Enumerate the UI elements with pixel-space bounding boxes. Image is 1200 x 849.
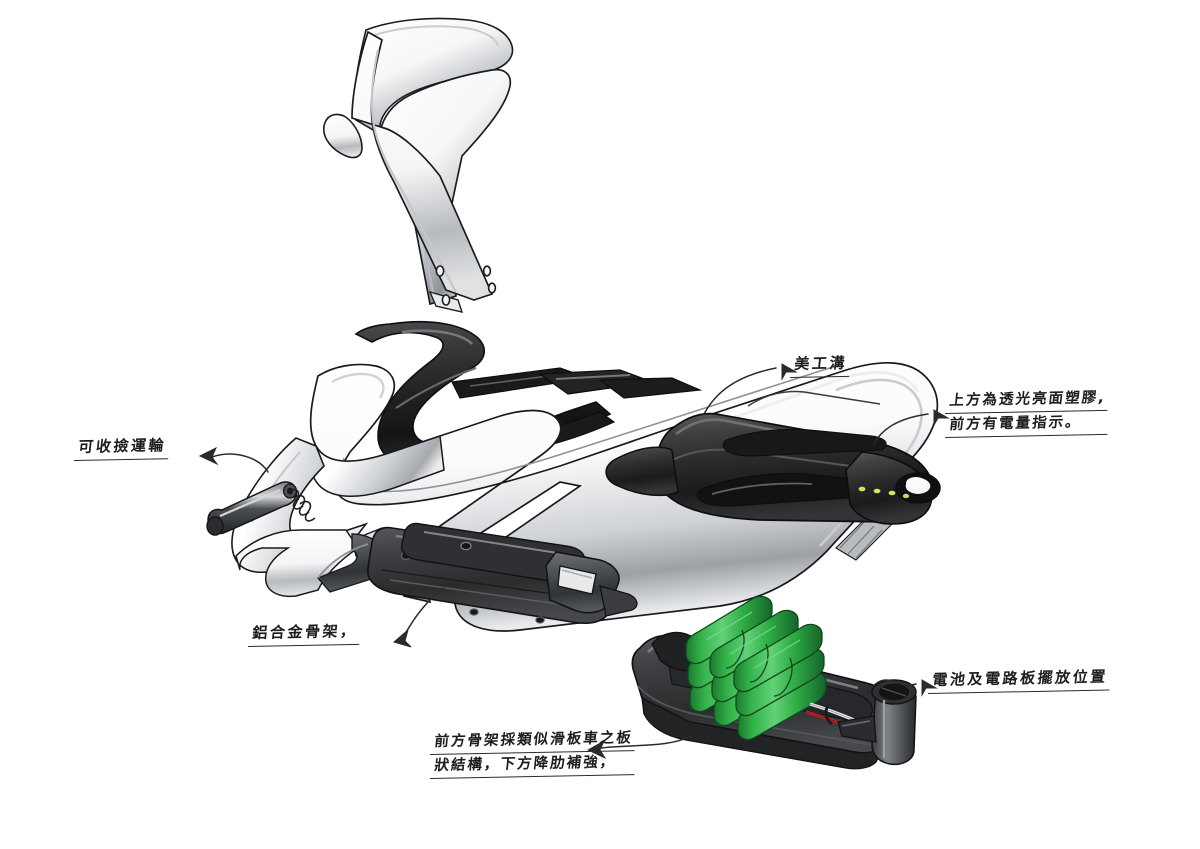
collapsible-wheel-axle <box>206 481 316 536</box>
annotation-collapsible-wheel: 可收撿運輪 <box>74 434 171 461</box>
annotation-line: 前方有電量指示。 <box>945 410 1110 438</box>
annotation-front-deck-structure: 前方骨架採類似滑板車之板 狀結構，下方降肋補強， <box>430 727 637 779</box>
front-fork-handle <box>322 17 514 313</box>
annotation-line: 電池及電路板擺放位置 <box>928 665 1112 694</box>
black-handlebar-pod <box>605 390 941 525</box>
alloy-frame-rail <box>235 522 638 624</box>
arrowheads <box>198 363 950 760</box>
annotation-craft-groove: 美工溝 <box>790 351 852 378</box>
battery-tray <box>631 595 917 770</box>
annotation-line: 上方為透光亮面塑膠, <box>945 386 1110 414</box>
pivot-boss <box>837 679 917 766</box>
battery-cells <box>685 595 827 741</box>
annotation-translucent-top-cover: 上方為透光亮面塑膠, 前方有電量指示。 <box>945 386 1110 438</box>
annotation-line: 狀結構，下方降肋補強， <box>430 751 637 779</box>
annotation-line: 可收撿運輪 <box>74 434 171 461</box>
annotation-battery-and-pcb-location: 電池及電路板擺放位置 <box>928 665 1112 694</box>
annotation-aluminium-frame: 鋁合金骨架， <box>248 619 362 647</box>
annotation-line: 鋁合金骨架， <box>248 619 362 647</box>
battery-level-leds <box>858 486 910 499</box>
annotation-line: 美工溝 <box>790 351 852 378</box>
